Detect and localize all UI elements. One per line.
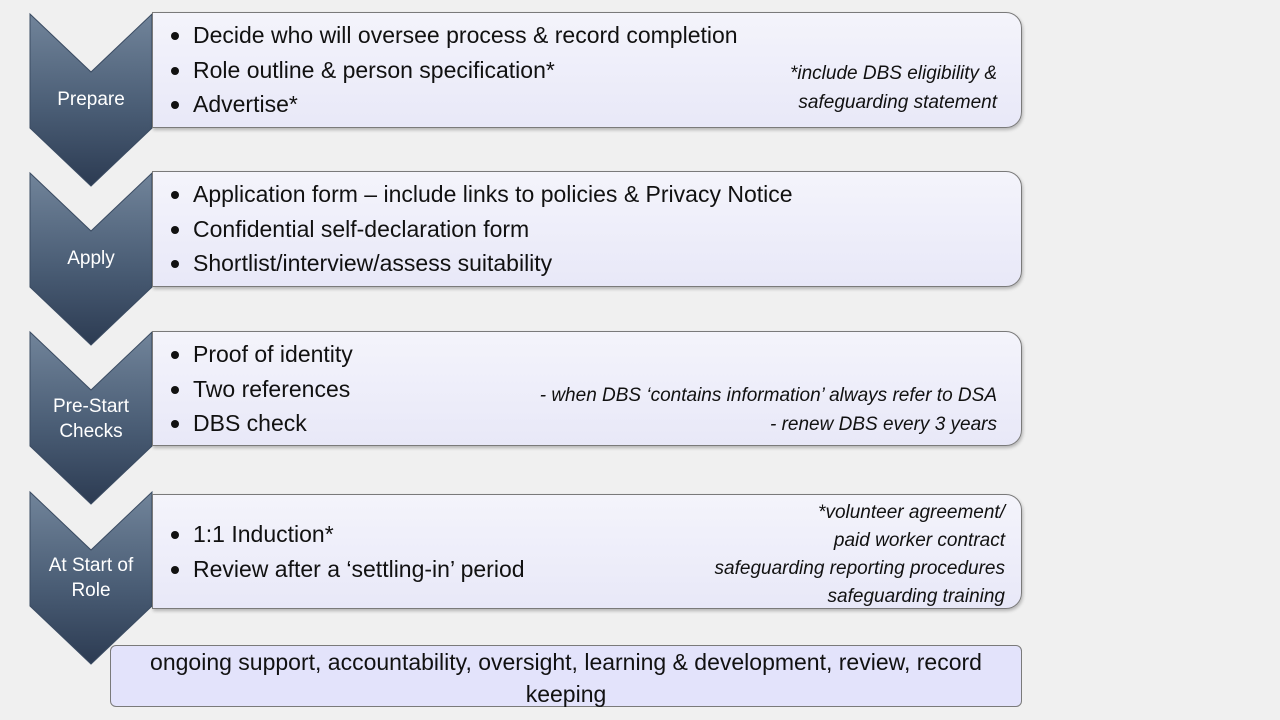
note-line: safeguarding training [827, 586, 1005, 607]
list-item: Advertise* [153, 87, 738, 122]
chevron-apply-shape [29, 171, 153, 346]
note-line: - when DBS ‘contains information’ always… [539, 385, 997, 406]
list-item: Role outline & person specification* [153, 53, 738, 88]
stage-label-apply: Apply [67, 248, 115, 269]
stage-label-startrole: At Start of Role [48, 555, 134, 601]
list-item: Confidential self-declaration form [153, 212, 793, 247]
bullet-list-prestart: Proof of identity Two references DBS che… [153, 337, 353, 441]
ongoing-support-text: ongoing support, accountability, oversig… [150, 649, 982, 707]
bullet-list-prepare: Decide who will oversee process & record… [153, 18, 738, 122]
stage-box-prepare: Decide who will oversee process & record… [152, 12, 1022, 128]
note-prestart: - when DBS ‘contains information’ always… [540, 381, 997, 439]
chevron-prepare-shape [29, 12, 153, 187]
list-item: Decide who will oversee process & record… [153, 18, 738, 53]
list-item: DBS check [153, 406, 353, 441]
list-item: Two references [153, 372, 353, 407]
chevron-prestart-shape [29, 330, 153, 505]
list-item: Shortlist/interview/assess suitability [153, 246, 793, 281]
ongoing-support-box: ongoing support, accountability, oversig… [110, 645, 1022, 707]
list-item: Proof of identity [153, 337, 353, 372]
list-item: Application form – include links to poli… [153, 177, 793, 212]
list-item: 1:1 Induction* [153, 517, 525, 552]
note-line: - renew DBS every 3 years [769, 414, 997, 435]
bullet-list-startrole: 1:1 Induction* Review after a ‘settling-… [153, 517, 525, 586]
chevron-column [29, 12, 153, 665]
note-startrole: *volunteer agreement/ paid worker contra… [715, 499, 1005, 611]
stage-box-startrole: 1:1 Induction* Review after a ‘settling-… [152, 494, 1022, 609]
stage-label-prestart: Pre-Start Checks [52, 396, 130, 442]
note-line: paid worker contract [833, 530, 1005, 551]
bullet-list-apply: Application form – include links to poli… [153, 177, 793, 281]
stage-box-prestart: Proof of identity Two references DBS che… [152, 331, 1022, 446]
note-line: safeguarding reporting procedures [714, 558, 1005, 579]
note-line: *volunteer agreement/ [818, 502, 1005, 523]
stage-box-apply: Application form – include links to poli… [152, 171, 1022, 287]
note-line: safeguarding statement [798, 92, 997, 113]
list-item: Review after a ‘settling-in’ period [153, 552, 525, 587]
note-prepare: *include DBS eligibility & safeguarding … [790, 59, 997, 117]
stage-label-prepare: Prepare [57, 89, 125, 110]
note-line: *include DBS eligibility & [790, 63, 997, 84]
